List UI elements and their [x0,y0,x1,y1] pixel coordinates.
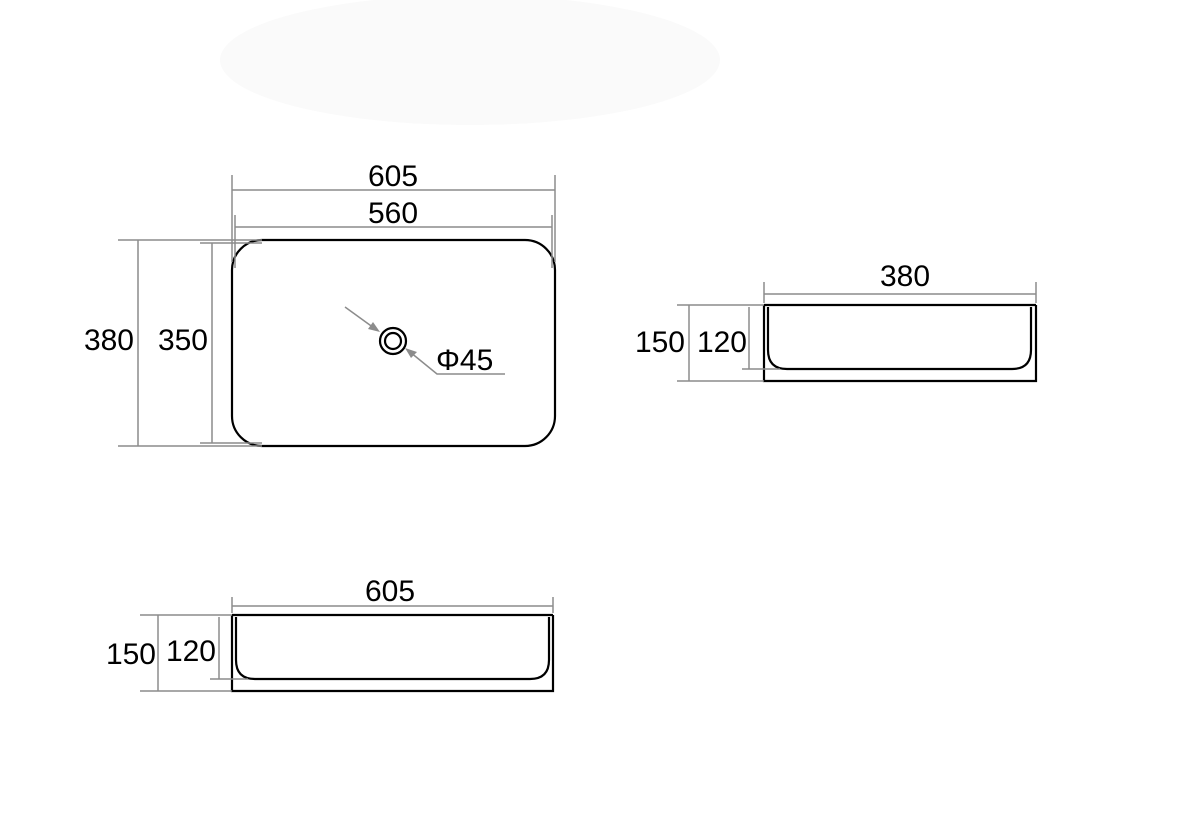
basin-outline-front-outer [230,615,555,693]
basin-outline-side-outer [762,305,1038,383]
front-overall-height-label: 150 [106,638,156,671]
top-view: Φ45 605 560 380 350 [84,160,557,448]
basin-outline-top [230,238,557,448]
front-length-label: 605 [365,575,415,608]
side-overall-height-label: 150 [635,326,685,359]
drain-leader-lower-arrow [405,348,417,358]
overall-width-label: 380 [84,324,134,357]
background-smudge [220,0,720,125]
front-view: 605 150 120 [106,575,555,693]
drain-inner-circle [383,331,403,351]
drain-diameter-label: Φ45 [436,344,493,377]
basin-inner-bowl-front [234,617,551,681]
overall-length-label-top: 605 [368,160,418,193]
inner-width-label: 350 [158,324,208,357]
drain-outer-circle [378,326,408,356]
drain-leader-upper-arrow [368,322,380,332]
side-width-label: 380 [880,260,930,293]
basin-inner-bowl-side [766,307,1033,371]
side-inner-depth-label: 120 [697,326,747,359]
inner-length-label: 560 [368,197,418,230]
side-view: 380 150 120 [635,260,1038,383]
drain-leader-upper [344,306,375,329]
drain-leader-lower [409,351,505,375]
front-inner-depth-label: 120 [166,635,216,668]
